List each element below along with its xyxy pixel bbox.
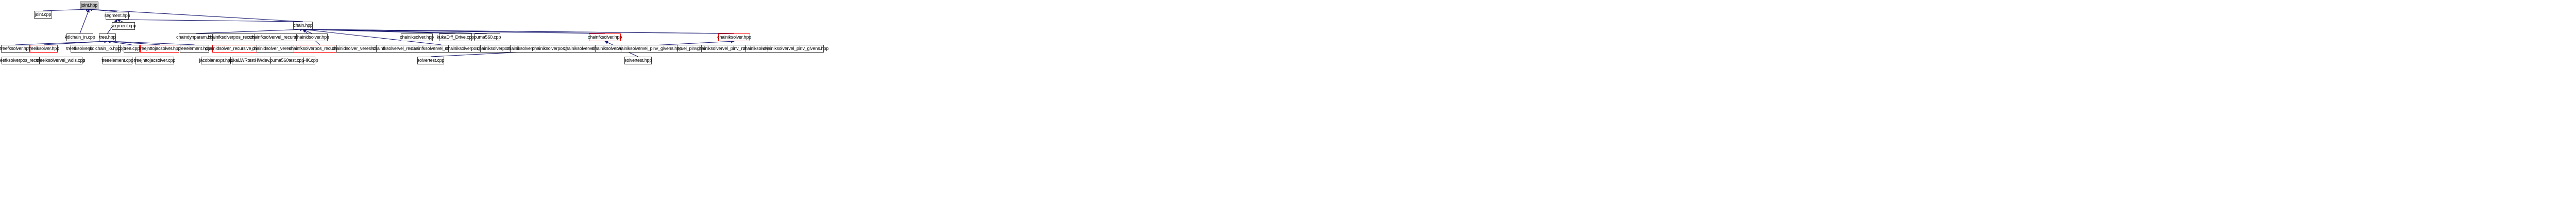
graph-node-puma560-cpp[interactable]: puma560.cpp xyxy=(474,33,501,41)
graph-node-chain-hpp[interactable]: chain.hpp xyxy=(293,22,313,29)
edge-kukaDiff_Drive.cpp-to-chain.hpp xyxy=(302,28,456,34)
graph-node-segment-hpp[interactable]: segment.hpp xyxy=(105,12,130,20)
edge-chainiksolver.hpp-to-chain.hpp xyxy=(302,28,735,34)
graph-node-solvertest-hpp[interactable]: solvertest.hpp xyxy=(624,57,652,64)
graph-node-puma560test-cpp[interactable]: puma560test.cpp xyxy=(270,57,304,64)
edge-chain.hpp-to-segment.hpp xyxy=(116,18,303,22)
graph-node-jacobianexpr-hpp[interactable]: jacobianexpr.hpp xyxy=(199,57,233,64)
edge-chainiksolver.hpp-to-chain.hpp xyxy=(302,28,735,34)
edge-treeiksolver.hpp-to-tree.hpp xyxy=(43,40,108,45)
graph-node-joint-cpp[interactable]: joint.cpp xyxy=(34,11,52,19)
graph-node-chaindynparam-hpp[interactable]: chaindynparam.hpp xyxy=(176,33,215,41)
graph-node-kdlchain-in-cpp[interactable]: kdlchain_in.cpp xyxy=(64,33,95,41)
graph-node-treejnttojacsolver-cpp[interactable]: treejnttojacsolver.cpp xyxy=(134,57,175,64)
graph-node-segment-cpp[interactable]: segment.cpp xyxy=(111,22,136,30)
graph-node-kukalwrtesthwdev-cpp[interactable]: kukaLWRtestHWdev.cpp xyxy=(229,57,278,64)
edge-kdlchain_in.cpp-to-joint.hpp xyxy=(79,9,90,34)
graph-node-treeelement-cpp[interactable]: treeelement.cpp xyxy=(101,57,133,64)
graph-node-chainfksolver-hpp[interactable]: chainfksolver.hpp xyxy=(588,33,622,41)
graph-node-tree-cpp[interactable]: tree.cpp xyxy=(124,45,140,53)
edge-chainfksolver.hpp-to-chain.hpp xyxy=(302,28,605,34)
graph-node-kdlchain-io-hpp[interactable]: kdlchain_io.hpp xyxy=(90,45,121,53)
edge-puma560.cpp-to-chain.hpp xyxy=(302,28,488,34)
edge-treeelement.hpp-to-tree.hpp xyxy=(107,40,195,45)
graph-node-kukadiff-drive-cpp[interactable]: kukaDiff_Drive.cpp xyxy=(437,33,474,41)
graph-node-chainiksolver-hpp[interactable]: chainiksolver.hpp xyxy=(717,33,751,41)
edge-chaindynparam.hpp-to-chain.hpp xyxy=(195,28,303,34)
graph-node-treeiksolvervel-wdls-cpp[interactable]: treeiksolvervel_wdls.cpp xyxy=(37,57,85,64)
edge-treejnttojacsolver.hpp-to-tree.hpp xyxy=(107,40,160,45)
edge-tree.cpp-to-tree.hpp xyxy=(107,40,132,45)
graph-node-treejnttojacsolver-hpp[interactable]: treejnttojacsolver.hpp xyxy=(139,45,181,53)
graph-node-treeiksolver-hpp[interactable]: treeiksolver.hpp xyxy=(28,45,59,53)
graph-node-chainidsolver-hpp[interactable]: chainidsolver.hpp xyxy=(295,33,329,41)
graph-node-solvertest-cpp[interactable]: solvertest.cpp xyxy=(417,57,445,64)
graph-node-chainiksolver-hpp[interactable]: chainiksolver.hpp xyxy=(400,33,434,41)
graph-node-tree-hpp[interactable]: tree.hpp xyxy=(99,33,116,41)
graph-node-chainiksolvervel-pinv-givens-hpp[interactable]: chainiksolvervel_pinv_givens.hpp xyxy=(616,45,682,53)
graph-node-chainiksolvervel-pinv-givens-hpp[interactable]: chainiksolvervel_pinv_givens.hpp xyxy=(763,45,828,53)
graph-node-treefksolver-hpp[interactable]: treefksolver.hpp xyxy=(0,45,31,53)
edge-chainidsolver.hpp-to-chain.hpp xyxy=(302,29,312,34)
graph-node-treeelement-hpp[interactable]: treeelement.hpp xyxy=(178,45,211,53)
graph-node-chainiksolverpos-nr-cpp[interactable]: chainiksolverpos_nr.cpp xyxy=(532,45,579,53)
edge-treefksolver.hpp-to-tree.hpp xyxy=(15,40,108,45)
graph-node-joint-hpp[interactable]: joint.hpp xyxy=(80,2,98,9)
